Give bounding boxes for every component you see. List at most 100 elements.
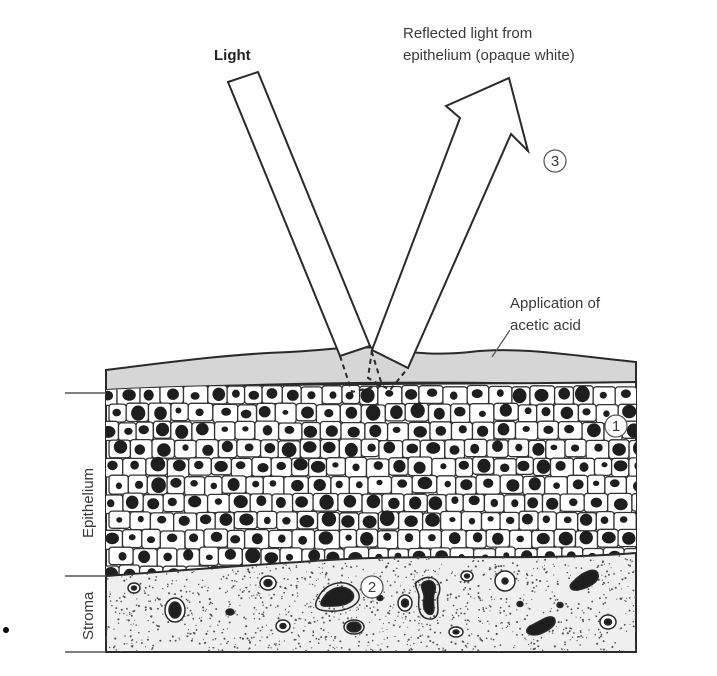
nucleus	[293, 458, 307, 470]
stroma-speckle	[634, 570, 635, 571]
stroma-speckle	[566, 619, 568, 621]
nucleus	[523, 426, 530, 432]
nucleus	[573, 479, 584, 489]
stroma-speckle	[269, 634, 270, 635]
stroma-speckle	[541, 637, 543, 639]
stroma-speckle	[253, 636, 255, 638]
stroma-speckle	[408, 639, 410, 641]
stroma-speckle	[573, 632, 575, 634]
stroma-speckle	[227, 591, 228, 592]
stroma-speckle	[405, 616, 407, 618]
nucleus	[345, 443, 358, 457]
stroma-speckle	[620, 627, 622, 629]
stroma-speckle	[144, 590, 145, 591]
stroma-speckle	[192, 618, 194, 620]
stroma-speckle	[189, 633, 191, 635]
stroma-speckle	[394, 581, 396, 583]
stroma-speckle	[450, 597, 451, 598]
stroma-speckle	[210, 602, 212, 604]
stroma-speckle	[633, 611, 634, 612]
stroma-speckle	[147, 620, 149, 622]
stroma-speckle	[117, 618, 119, 620]
stroma-speckle	[155, 579, 157, 581]
nucleus	[404, 516, 417, 527]
nucleus	[241, 410, 252, 419]
stroma-speckle	[621, 588, 622, 589]
stroma-speckle	[235, 610, 236, 611]
stroma-speckle	[565, 603, 567, 605]
stroma-speckle	[381, 572, 383, 574]
stroma-speckle	[323, 622, 325, 624]
nucleus	[151, 477, 166, 493]
stroma-speckle	[174, 593, 176, 595]
stroma-speckle	[396, 591, 398, 593]
stroma-speckle	[350, 610, 351, 611]
stroma-speckle	[377, 603, 378, 604]
stroma-speckle	[260, 630, 262, 632]
stroma-speckle	[413, 586, 414, 587]
stroma-speckle	[356, 617, 357, 618]
stroma-speckle	[506, 602, 507, 603]
stroma-speckle	[213, 647, 214, 648]
nucleus	[450, 392, 458, 400]
nucleus	[620, 516, 628, 523]
stroma-speckle	[220, 643, 221, 644]
stroma-speckle	[212, 639, 214, 641]
stroma-speckle	[609, 589, 610, 590]
stroma-speckle	[598, 637, 600, 639]
stroma-vessel	[402, 599, 409, 607]
stroma-speckle	[208, 649, 210, 651]
nucleus	[285, 426, 295, 434]
stroma-speckle	[422, 626, 423, 627]
stroma-speckle	[136, 604, 138, 606]
stroma-speckle	[418, 587, 419, 588]
stroma-speckle	[288, 567, 290, 569]
stroma-speckle	[395, 574, 396, 575]
stroma-speckle	[442, 649, 443, 650]
stroma-speckle	[259, 618, 261, 620]
marker-1: 1	[605, 415, 627, 437]
nucleus	[346, 407, 358, 419]
nucleus	[535, 389, 549, 402]
nucleus	[188, 496, 201, 508]
nucleus	[580, 462, 589, 472]
stroma-speckle	[345, 563, 347, 565]
stroma-speckle	[172, 580, 173, 581]
stroma-speckle	[626, 631, 627, 632]
stroma-speckle	[296, 585, 298, 587]
stroma-speckle	[554, 595, 556, 597]
stroma-speckle	[322, 567, 323, 568]
stroma-speckle	[582, 610, 583, 611]
stroma-speckle	[473, 557, 475, 559]
nucleus	[116, 483, 122, 490]
stroma-speckle	[546, 581, 547, 582]
stroma-speckle	[429, 628, 431, 630]
stroma-speckle	[320, 636, 322, 638]
stroma-speckle	[318, 642, 320, 644]
stroma-speckle	[471, 633, 472, 634]
stroma-cell	[132, 586, 137, 590]
stroma-speckle	[119, 613, 120, 614]
stroma-speckle	[441, 564, 442, 565]
nucleus	[498, 423, 510, 435]
stroma-speckle	[631, 561, 632, 562]
stroma-speckle	[296, 566, 298, 568]
stroma-speckle	[366, 634, 368, 636]
stroma-speckle	[290, 615, 292, 617]
stroma-speckle	[595, 634, 597, 636]
stroma-speckle	[489, 623, 490, 624]
nucleus	[360, 532, 373, 546]
stroma-speckle	[420, 617, 421, 618]
stroma-speckle	[530, 643, 531, 644]
stroma-speckle	[254, 618, 255, 619]
stroma-speckle	[464, 581, 466, 583]
reflected-light-arrow	[368, 78, 528, 390]
nucleus	[477, 426, 488, 437]
nucleus	[591, 498, 602, 508]
stroma-speckle	[630, 559, 632, 561]
stroma-speckle	[436, 584, 438, 586]
stroma-speckle	[205, 633, 207, 635]
stroma-speckle	[372, 640, 374, 642]
stroma-speckle	[490, 610, 491, 611]
nucleus	[644, 405, 658, 420]
